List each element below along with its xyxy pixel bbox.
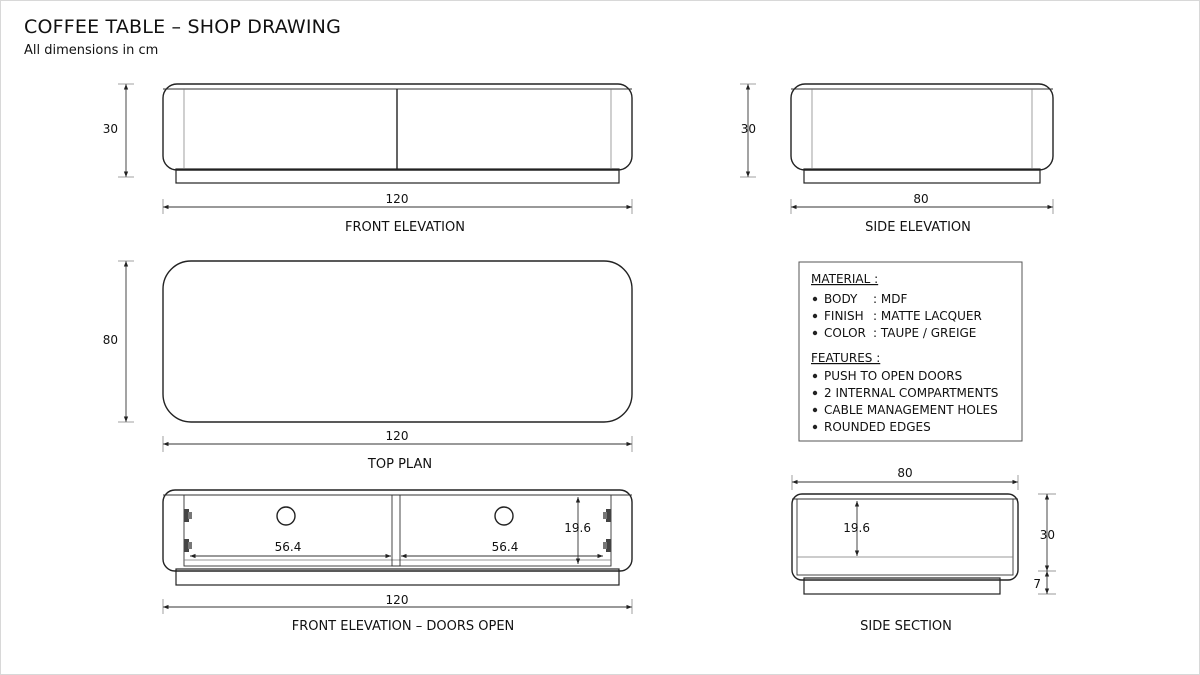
front-open-view: 56.4 56.4 19.6 120 FRONT ELEVATION – DOO… (162, 489, 633, 634)
side-elevation-view: 30 80 SIDE ELEVATION (740, 83, 1054, 235)
front-width-value: 120 (386, 192, 409, 206)
top-plan-outline (162, 260, 633, 423)
material-key: FINISH (824, 309, 864, 323)
side-section-view: 80 19.6 30 7 SIDE SECTION (791, 466, 1056, 634)
side-body (790, 83, 1054, 171)
bullet-icon (812, 373, 818, 379)
right-compartment-value: 56.4 (492, 540, 519, 554)
section-plinth-height-value: 7 (1033, 577, 1041, 591)
side-section-label: SIDE SECTION (860, 619, 952, 634)
material-value: : MATTE LACQUER (873, 309, 982, 323)
left-compartment-value: 56.4 (275, 540, 302, 554)
section-body (791, 493, 1019, 581)
open-inner-height-value: 19.6 (564, 521, 591, 535)
front-plinth (175, 168, 620, 184)
feature-item: PUSH TO OPEN DOORS (824, 369, 962, 383)
top-plan-view: 80 120 TOP PLAN (103, 260, 633, 472)
cable-hole-right (494, 506, 514, 526)
cable-hole-left (276, 506, 296, 526)
side-plinth (803, 168, 1041, 184)
bullet-icon (812, 424, 818, 430)
open-divider (391, 494, 401, 567)
bullet-icon (812, 296, 818, 302)
section-plinth (803, 577, 1001, 595)
notes-frame (798, 261, 1023, 442)
feature-item: 2 INTERNAL COMPARTMENTS (824, 386, 998, 400)
bullet-icon (812, 407, 818, 413)
front-open-label: FRONT ELEVATION – DOORS OPEN (292, 619, 515, 634)
front-elevation-label: FRONT ELEVATION (345, 220, 465, 235)
material-key: COLOR (824, 326, 866, 340)
bullet-icon (812, 313, 818, 319)
hinges (184, 509, 611, 552)
side-height-value: 30 (741, 122, 756, 136)
front-height-value: 30 (103, 122, 118, 136)
material-key: BODY (824, 292, 858, 306)
bullet-icon (812, 330, 818, 336)
side-elevation-label: SIDE ELEVATION (865, 220, 971, 235)
material-value: : MDF (873, 292, 907, 306)
material-heading: MATERIAL : (811, 272, 878, 286)
open-width-value: 120 (386, 593, 409, 607)
bullet-icon (812, 390, 818, 396)
section-width-value: 80 (897, 466, 912, 480)
front-elevation-view: 30 120 FRONT ELEVATION (103, 83, 633, 235)
open-body (162, 489, 633, 572)
top-plan-label: TOP PLAN (367, 457, 432, 472)
section-inner-cavity (796, 498, 1014, 576)
material-value: : TAUPE / GREIGE (873, 326, 976, 340)
feature-item: ROUNDED EDGES (824, 420, 931, 434)
section-total-height-value: 30 (1040, 528, 1055, 542)
top-depth-value: 80 (103, 333, 118, 347)
section-inner-height-value: 19.6 (843, 521, 870, 535)
drawing-title: COFFEE TABLE – SHOP DRAWING (24, 16, 342, 38)
features-heading: FEATURES : (811, 351, 880, 365)
top-width-value: 120 (386, 429, 409, 443)
open-plinth (175, 568, 620, 586)
open-inner-cavity (183, 494, 612, 567)
feature-item: CABLE MANAGEMENT HOLES (824, 403, 998, 417)
notes-box: MATERIAL : BODY : MDF FINISH : MATTE LACQUE… (798, 261, 1023, 442)
drawing-subtitle: All dimensions in cm (24, 43, 159, 58)
side-width-value: 80 (913, 192, 928, 206)
